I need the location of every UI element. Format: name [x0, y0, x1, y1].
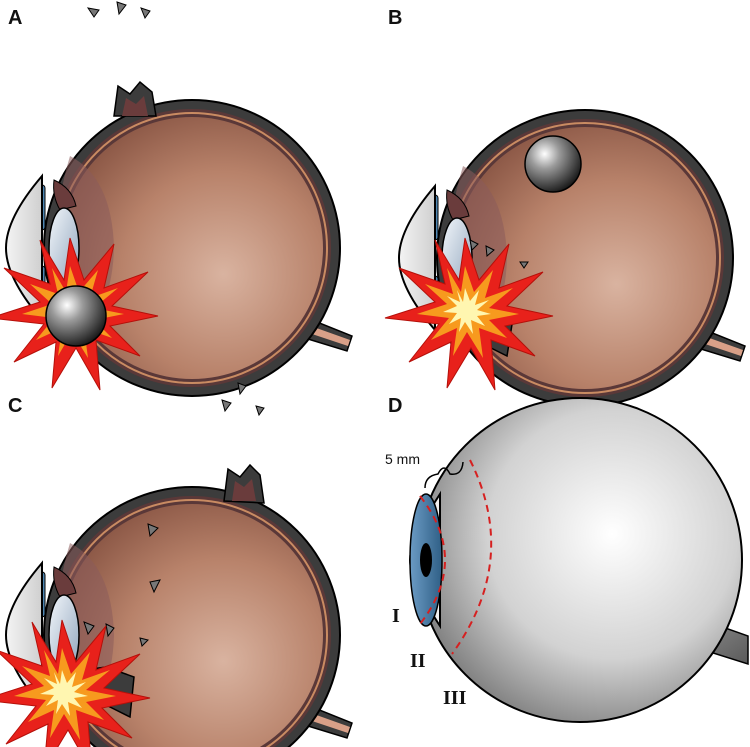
projectile-ball-a — [45, 285, 107, 347]
pupil-d — [420, 543, 432, 577]
zone-label-i: I — [392, 605, 400, 627]
panel-label-a: A — [8, 7, 22, 29]
eye-section-a — [5, 80, 353, 397]
panel-label-c: C — [8, 395, 22, 417]
zone-label-ii: II — [410, 650, 426, 672]
rupture-fragments-a — [86, 1, 151, 20]
panel-label-d: D — [388, 395, 402, 417]
zone-i-boundary — [419, 495, 446, 625]
panel-b: B — [384, 7, 746, 407]
measurement-bracket — [424, 461, 464, 489]
panel-d: 5 mm I II III D — [385, 395, 749, 723]
zone-label-iii: III — [443, 687, 467, 709]
zone-ii-boundary — [451, 459, 493, 655]
panel-label-b: B — [388, 7, 402, 29]
foreign-body-ball-b — [524, 135, 582, 193]
panel-a: A — [0, 1, 353, 397]
globe-d — [417, 397, 743, 723]
fragments-b — [469, 239, 529, 269]
rupture-fragments-c — [221, 382, 265, 417]
intraocular-fragments-c — [83, 523, 161, 647]
panel-c: C — [0, 382, 353, 747]
measurement-label: 5 mm — [385, 451, 420, 467]
